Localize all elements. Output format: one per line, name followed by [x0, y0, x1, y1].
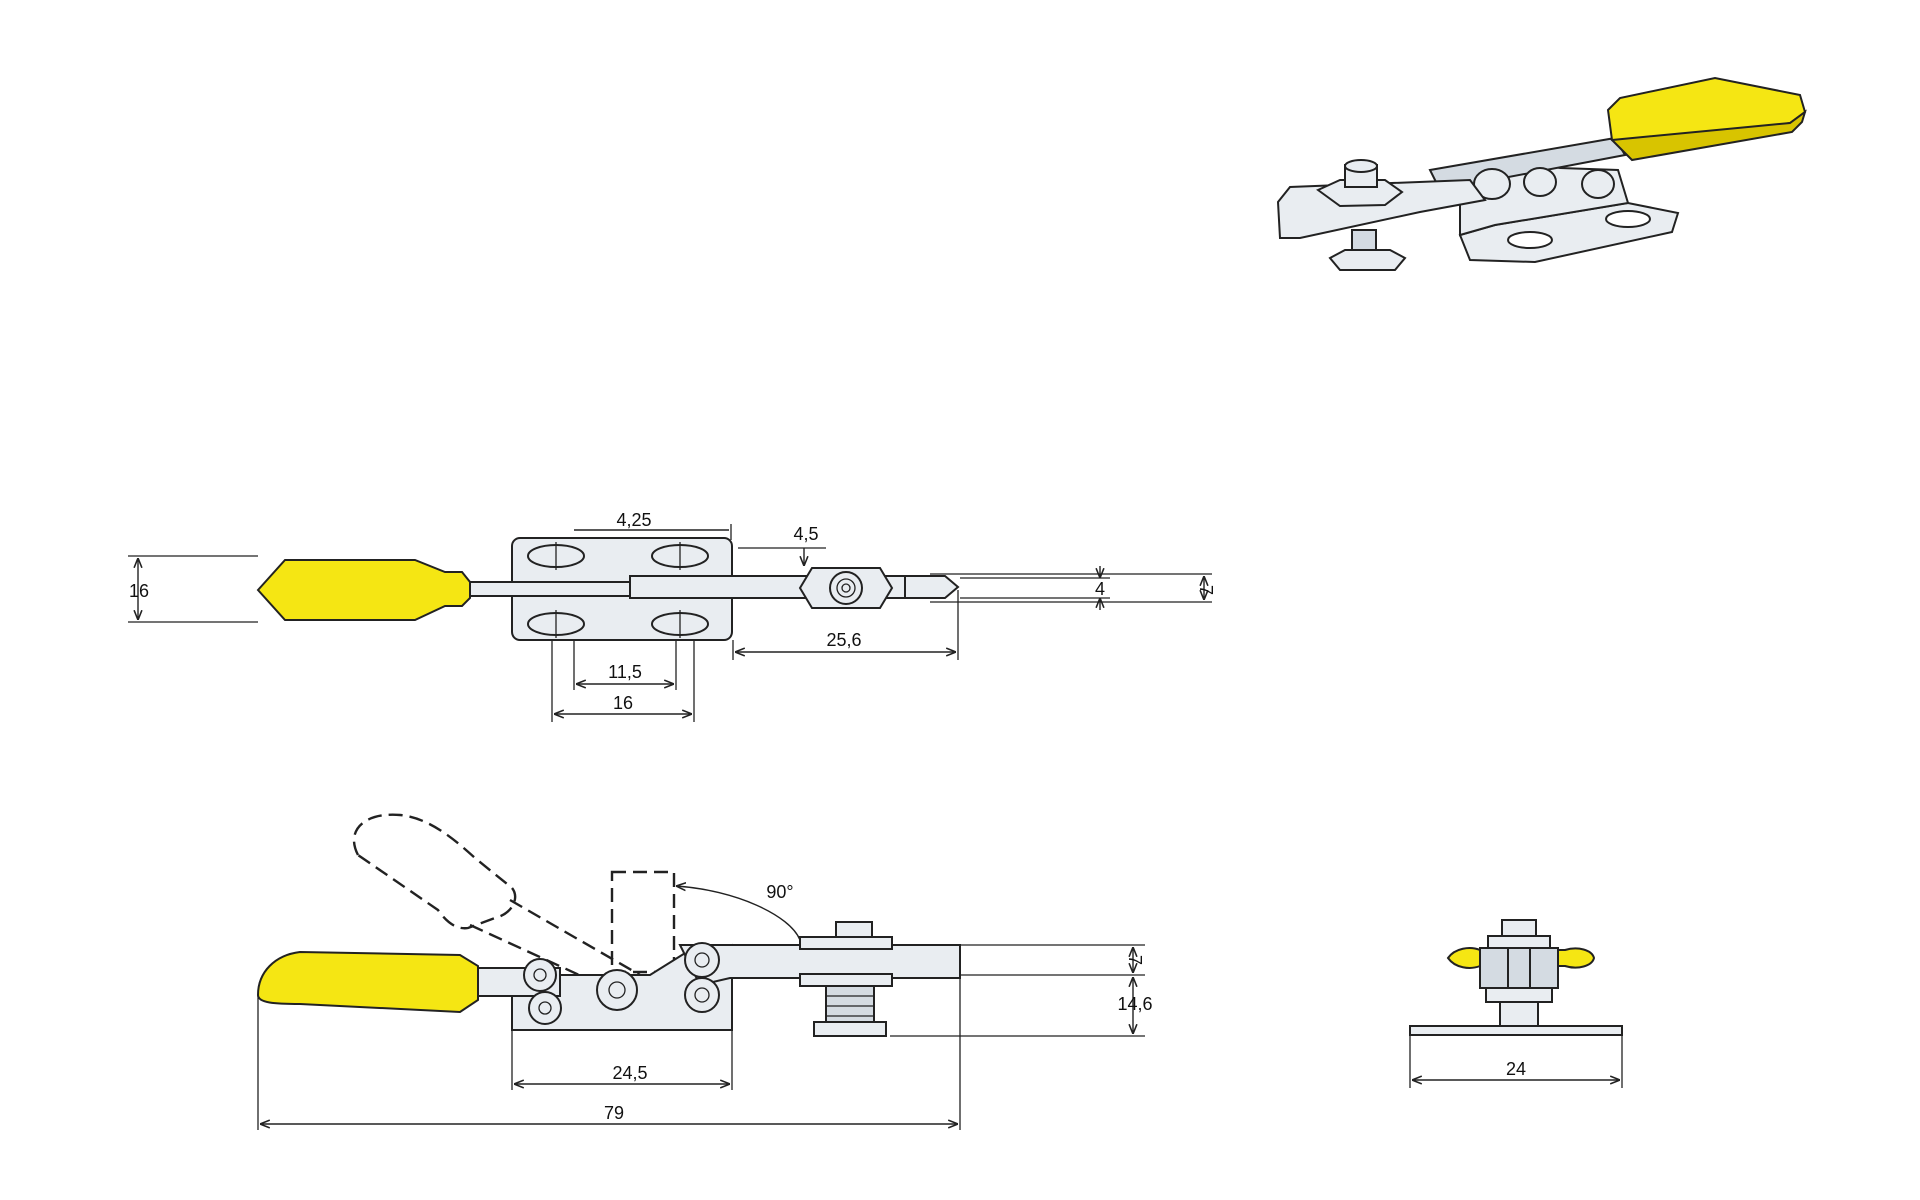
end-spindle-shaft — [1499, 1001, 1539, 1027]
iso-base-hole — [1605, 210, 1651, 228]
end-base-plate — [1409, 1025, 1623, 1036]
dim-hole-spacing: 11,5 — [608, 662, 642, 682]
side-open-arm-outline — [610, 870, 676, 974]
side-view: 90° 7 14,6 24,5 79 — [256, 813, 1153, 1130]
top-clamp-tip — [904, 575, 960, 599]
end-view: 24 — [1409, 919, 1623, 1088]
isometric-view — [1276, 76, 1807, 271]
side-hex-nut-bottom — [799, 973, 893, 987]
top-handle-grip — [256, 559, 471, 621]
dim-base-length: 24,5 — [612, 1063, 647, 1083]
end-lower-block — [1485, 987, 1553, 1003]
side-open-handle-outline — [352, 813, 517, 930]
iso-pivot — [1523, 167, 1557, 197]
end-body — [1479, 947, 1559, 989]
iso-hex-nut — [1316, 179, 1404, 208]
side-pivot — [523, 958, 557, 992]
side-pivot — [684, 942, 720, 978]
side-handle-grip — [256, 950, 479, 1014]
side-hex-nut-top — [799, 936, 893, 950]
dim-base-width: 16 — [613, 693, 633, 713]
dim-end-base-width: 24 — [1506, 1059, 1526, 1079]
dim-spindle-height: 14,6 — [1117, 994, 1152, 1014]
dim-open-angle: 90° — [766, 882, 793, 902]
side-bottom-nut — [813, 1021, 887, 1037]
side-spindle-cap — [835, 921, 873, 938]
top-mounting-holes — [527, 542, 709, 638]
dim-overall-length: 79 — [604, 1103, 624, 1123]
dim-offset-right: 4,5 — [793, 524, 818, 544]
iso-pivot — [1581, 169, 1615, 199]
end-nut — [1487, 935, 1551, 949]
dim-spindle-reach: 25,6 — [826, 630, 861, 650]
top-spindle-head — [829, 571, 863, 605]
dim-spindle-width-outer: 7 — [1196, 585, 1216, 595]
dim-spindle-offset: 7 — [1125, 955, 1145, 965]
side-pivot — [684, 977, 720, 1013]
top-view: 16 4,25 4,5 4 7 25,6 11,5 16 — [128, 510, 1216, 722]
dim-height-left: 16 — [129, 581, 149, 601]
end-spindle-cap — [1501, 919, 1537, 937]
dim-hole-pitch-top: 4,25 — [616, 510, 651, 530]
dim-spindle-width-inner: 4 — [1095, 579, 1105, 599]
iso-handle-grip-shade — [1609, 109, 1807, 162]
top-handle-rod — [469, 581, 641, 597]
side-pivot — [528, 991, 562, 1025]
iso-base-hole — [1507, 231, 1553, 249]
iso-bottom-nut — [1328, 249, 1407, 271]
side-pivot — [596, 969, 638, 1011]
iso-spindle-cap — [1344, 159, 1378, 173]
